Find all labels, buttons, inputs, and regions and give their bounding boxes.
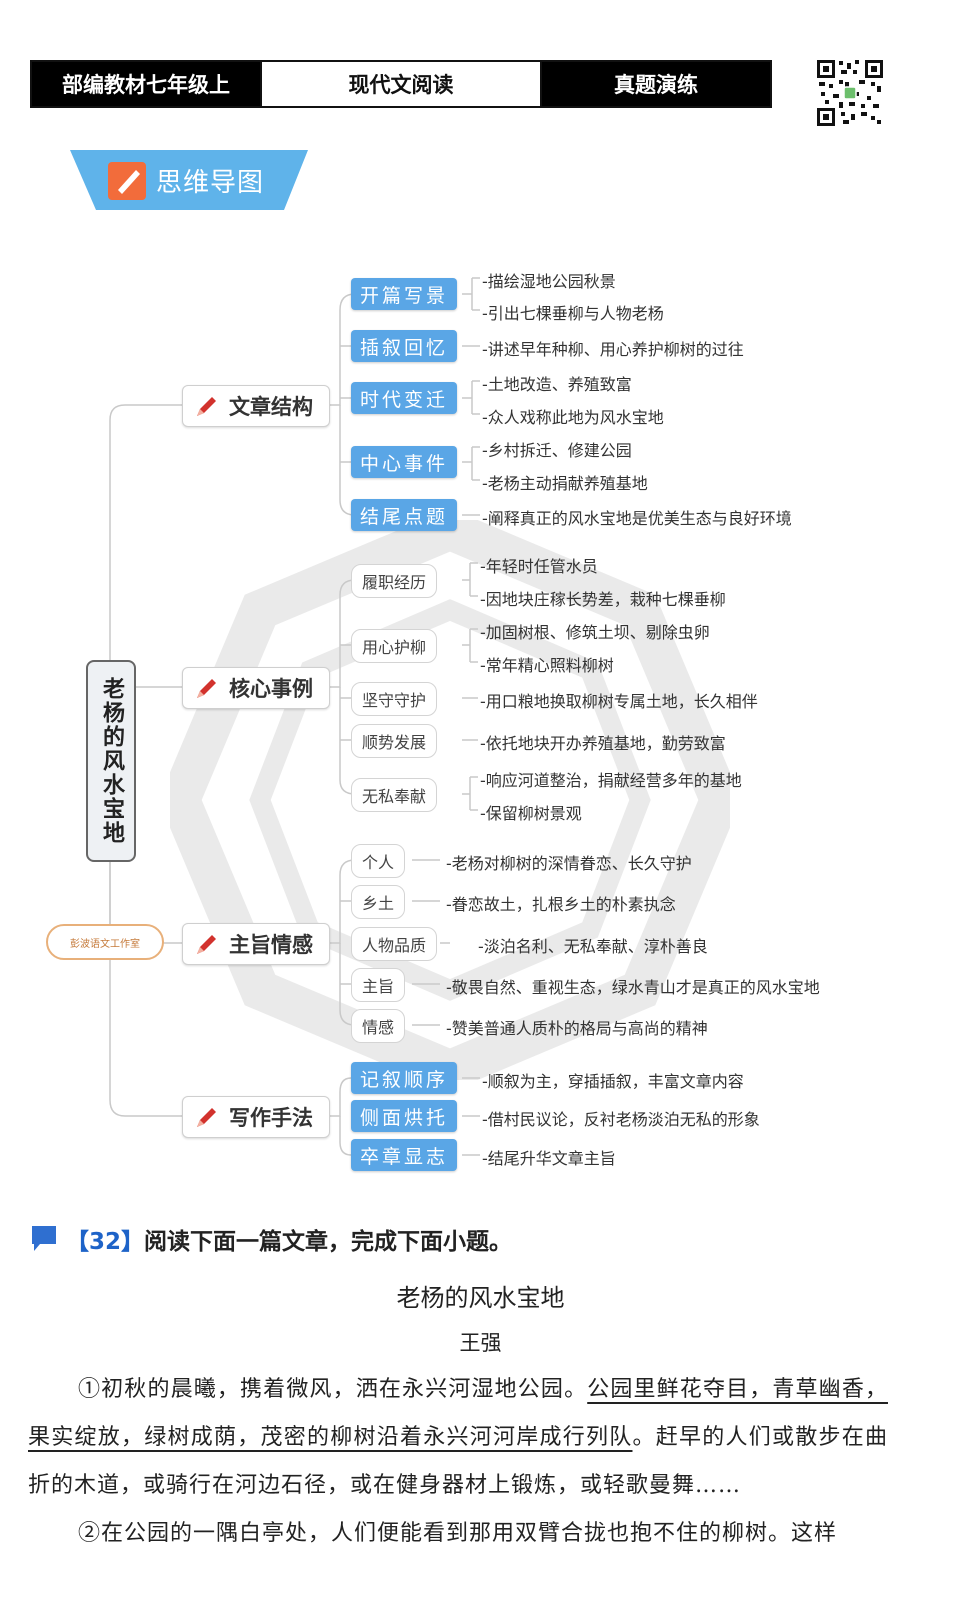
paragraph-1: ①初秋的晨曦，携着微风，洒在永兴河湿地公园。公园里鲜花夺目，青草幽香，果实绽放，…	[28, 1366, 888, 1510]
node-opening[interactable]: 开篇写景	[351, 278, 457, 310]
p1-text: ①初秋的晨曦，携着微风，洒在永兴河湿地公园。	[78, 1377, 588, 1402]
node-character[interactable]: 人物品质	[351, 927, 438, 961]
node-ending-theme[interactable]: 卒章显志	[351, 1139, 457, 1171]
branch-label: 主旨情感	[229, 933, 313, 957]
branch-techniques[interactable]: 写作手法	[182, 1096, 330, 1138]
leaf: -乡村拆迁、修建公园	[482, 441, 632, 460]
comment-icon	[32, 1226, 56, 1251]
leaf: -顺叙为主，穿插插叙，丰富文章内容	[482, 1072, 744, 1091]
leaf: -因地块庄稼长势差，栽种七棵垂柳	[480, 590, 726, 609]
header-practice: 真题演练	[542, 62, 770, 106]
leaf: -描绘湿地公园秋景	[482, 272, 616, 291]
node-develop[interactable]: 顺势发展	[351, 724, 438, 758]
question-heading: 【32】 阅读下面一篇文章，完成下面小题。	[30, 1222, 512, 1256]
leaf: -常年精心照料柳树	[480, 656, 614, 675]
node-narrative-order[interactable]: 记叙顺序	[351, 1062, 457, 1094]
node-emotion[interactable]: 情感	[351, 1009, 406, 1043]
article-author: 王强	[459, 1331, 502, 1355]
question-prompt: 阅读下面一篇文章，完成下面小题。	[144, 1229, 513, 1255]
node-central-event[interactable]: 中心事件	[351, 446, 457, 478]
header-grade: 部编教材七年级上	[32, 62, 260, 106]
branch-examples[interactable]: 核心事例	[182, 667, 330, 709]
leaf: -老杨对柳树的深情眷恋、长久守护	[446, 854, 692, 873]
mindmap-banner: 思维导图	[70, 148, 310, 212]
leaf: -依托地块开办养殖基地，勤劳致富	[480, 734, 726, 753]
header-section: 现代文阅读	[260, 62, 542, 106]
leaf: -眷恋故土，扎根乡土的朴素执念	[446, 895, 676, 914]
article-title: 老杨的风水宝地	[396, 1284, 565, 1312]
leaf: -阐释真正的风水宝地是优美生态与良好环境	[482, 509, 792, 528]
node-guard[interactable]: 坚守守护	[351, 682, 438, 716]
leaf: -响应河道整治，捐献经营多年的基地	[480, 771, 742, 790]
studio-stamp: 彭波语文工作室	[46, 924, 164, 960]
p1-underlined: 公园里鲜花夺目，青草幽香，果实绽放，绿树成荫，茂密的柳树沿着永兴河河岸成行列队	[28, 1377, 888, 1450]
node-devotion[interactable]: 无私奉献	[351, 778, 438, 812]
qr-code[interactable]	[815, 58, 885, 128]
header-bar: 部编教材七年级上 现代文阅读 真题演练	[30, 60, 772, 108]
node-personal[interactable]: 个人	[351, 844, 406, 878]
leaf: -保留柳树景观	[480, 804, 582, 823]
node-homeland[interactable]: 乡土	[351, 885, 406, 919]
leaf: -借村民议论，反衬老杨淡泊无私的形象	[482, 1110, 760, 1129]
node-ending[interactable]: 结尾点题	[351, 499, 457, 531]
leaf: -淡泊名利、无私奉献、淳朴善良	[478, 937, 708, 956]
node-side-contrast[interactable]: 侧面烘托	[351, 1100, 457, 1132]
node-care[interactable]: 用心护柳	[351, 629, 438, 663]
leaf: -引出七棵垂柳与人物老杨	[482, 304, 664, 323]
node-era-change[interactable]: 时代变迁	[351, 382, 457, 414]
branch-label: 核心事例	[229, 677, 313, 701]
p1-text-end: 。赶早的人们或散步在曲折的木道，或骑行在河边石径，或在健身器材上锻炼，或轻歌曼舞…	[28, 1425, 888, 1498]
leaf: -敬畏自然、重视生态，绿水青山才是真正的风水宝地	[446, 978, 820, 997]
leaf: -加固树根、修筑土坝、剔除虫卵	[480, 623, 710, 642]
leaf: -老杨主动捐献养殖基地	[482, 474, 648, 493]
leaf: -众人戏称此地为风水宝地	[482, 408, 664, 427]
leaf: -赞美普通人质朴的格局与高尚的精神	[446, 1019, 708, 1038]
branch-label: 写作手法	[229, 1106, 313, 1130]
node-duty[interactable]: 履职经历	[351, 564, 438, 598]
paragraph-2: ②在公园的一隅白亭处，人们便能看到那用双臂合拢也抱不住的柳树。这样	[78, 1521, 838, 1546]
pen-icon	[197, 397, 216, 416]
pen-icon	[197, 1108, 216, 1127]
pen-icon	[197, 679, 216, 698]
branch-theme[interactable]: 主旨情感	[182, 923, 330, 965]
branch-structure[interactable]: 文章结构	[182, 385, 330, 427]
mindmap-root: 老杨的风水宝地	[86, 660, 136, 862]
banner-label: 思维导图	[156, 168, 265, 198]
leaf: -土地改造、养殖致富	[482, 375, 632, 394]
leaf: -结尾升华文章主旨	[482, 1149, 616, 1168]
leaf: -用口粮地换取柳树专属土地，长久相伴	[480, 692, 758, 711]
leaf: -年轻时任管水员	[480, 557, 598, 576]
node-flashback[interactable]: 插叙回忆	[351, 330, 457, 362]
leaf: -讲述早年种柳、用心养护柳树的过往	[482, 340, 744, 359]
question-number: 【32】	[66, 1229, 145, 1255]
branch-label: 文章结构	[229, 395, 313, 419]
pen-icon	[197, 935, 216, 954]
node-theme[interactable]: 主旨	[351, 968, 406, 1002]
